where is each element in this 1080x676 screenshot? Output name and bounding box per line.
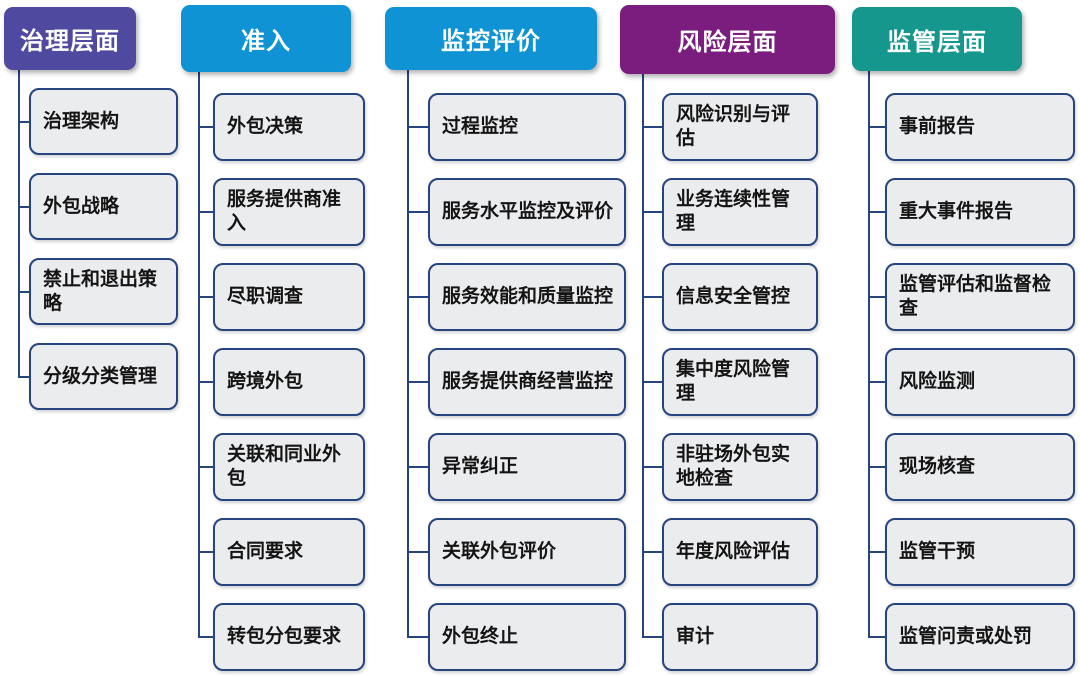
node-item: 合同要求 (198, 518, 365, 586)
node-item: 服务水平监控及评价 (407, 178, 626, 246)
node-item: 集中度风险管理 (642, 348, 818, 416)
node-item: 关联外包评价 (407, 518, 626, 586)
column-regulatory-header: 监管层面 (852, 7, 1022, 71)
node-item: 监管干预 (868, 518, 1075, 586)
node-item: 年度风险评估 (642, 518, 818, 586)
column-risk-header: 风险层面 (620, 5, 835, 74)
node-item: 外包战略 (18, 173, 178, 240)
connector-line (407, 70, 409, 637)
node-item: 业务连续性管理 (642, 178, 818, 246)
node-item: 风险识别与评估 (642, 93, 818, 161)
connector-line (18, 70, 20, 377)
node-item: 风险监测 (868, 348, 1075, 416)
column-regulatory-items: 事前报告 重大事件报告 监管评估和监督检查 风险监测 现场核查 监管干预 监管问… (868, 93, 1075, 671)
node-item: 重大事件报告 (868, 178, 1075, 246)
connector-line (198, 72, 200, 637)
node-item: 关联和同业外包 (198, 433, 365, 501)
node-item: 监管评估和监督检查 (868, 263, 1075, 331)
node-item: 审计 (642, 603, 818, 671)
connector-line (868, 71, 870, 637)
node-item: 非驻场外包实地检查 (642, 433, 818, 501)
node-item: 服务提供商经营监控 (407, 348, 626, 416)
column-governance-items: 治理架构 外包战略 禁止和退出策略 分级分类管理 (18, 88, 178, 410)
column-risk-items: 风险识别与评估 业务连续性管理 信息安全管控 集中度风险管理 非驻场外包实地检查… (642, 93, 818, 671)
node-item: 分级分类管理 (18, 343, 178, 410)
node-item: 外包终止 (407, 603, 626, 671)
column-monitoring-evaluation-header: 监控评价 (385, 7, 597, 70)
node-item: 信息安全管控 (642, 263, 818, 331)
node-item: 事前报告 (868, 93, 1075, 161)
node-item: 禁止和退出策略 (18, 258, 178, 325)
column-admission-header: 准入 (181, 5, 351, 72)
connector-line (642, 74, 644, 637)
node-item: 跨境外包 (198, 348, 365, 416)
column-admission-items: 外包决策 服务提供商准入 尽职调查 跨境外包 关联和同业外包 合同要求 转包分包… (198, 93, 365, 671)
node-item: 异常纠正 (407, 433, 626, 501)
node-item: 尽职调查 (198, 263, 365, 331)
node-item: 监管问责或处罚 (868, 603, 1075, 671)
node-item: 现场核查 (868, 433, 1075, 501)
column-monitoring-evaluation-items: 过程监控 服务水平监控及评价 服务效能和质量监控 服务提供商经营监控 异常纠正 … (407, 93, 626, 671)
node-item: 过程监控 (407, 93, 626, 161)
node-item: 转包分包要求 (198, 603, 365, 671)
node-item: 治理架构 (18, 88, 178, 155)
node-item: 服务效能和质量监控 (407, 263, 626, 331)
column-governance-header: 治理层面 (4, 7, 136, 70)
node-item: 服务提供商准入 (198, 178, 365, 246)
node-item: 外包决策 (198, 93, 365, 161)
